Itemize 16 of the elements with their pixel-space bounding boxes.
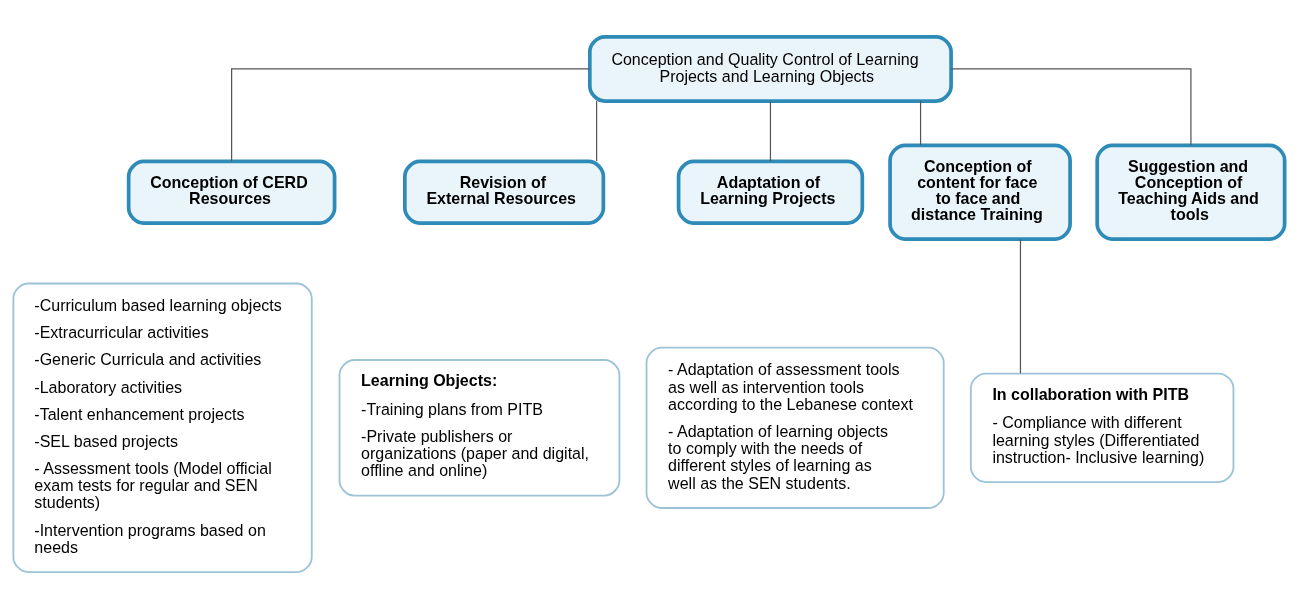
connector <box>769 100 772 162</box>
node-box: Conception and Quality Control of Learning Projects and Learning Objects <box>587 35 953 103</box>
node-box: Conception of content for face to face and distance Training <box>888 143 1072 241</box>
node-box: Conception of CERD Resources <box>126 159 337 225</box>
node-box: Suggestion and Conception of Teaching Aids and tools <box>1095 143 1287 241</box>
node-box: In collaboration with PITB - Compliance with different learning styles (Differentiated instruction- Inclusive learning) <box>969 372 1235 483</box>
connector <box>1019 238 1022 374</box>
node-box: Revision of External Resources <box>403 159 606 225</box>
connector <box>950 68 1192 146</box>
node-box: -Curriculum based learning objects -Extracurricular activities -Generic Curricula and activities -Laboratory activities -Talent enhancement projects -SEL based projects - Assessment tools (Model official exam tests for regular and SEN students) -Intervention programs based on needs <box>12 282 313 573</box>
connector <box>919 100 922 146</box>
node-box: Learning Objects: -Training plans from PITB -Private publishers or organizations (paper and digital, offline and online) <box>338 359 621 497</box>
connector <box>596 100 598 162</box>
node-box: Adaptation of Learning Projects <box>676 159 865 225</box>
connector <box>231 68 591 162</box>
node-box: - Adaptation of assessment tools as well as intervention tools according to the Lebanese context - Adaptation of learning objects to comply with the needs of different styles of learning as well as the SEN students. <box>645 346 945 509</box>
